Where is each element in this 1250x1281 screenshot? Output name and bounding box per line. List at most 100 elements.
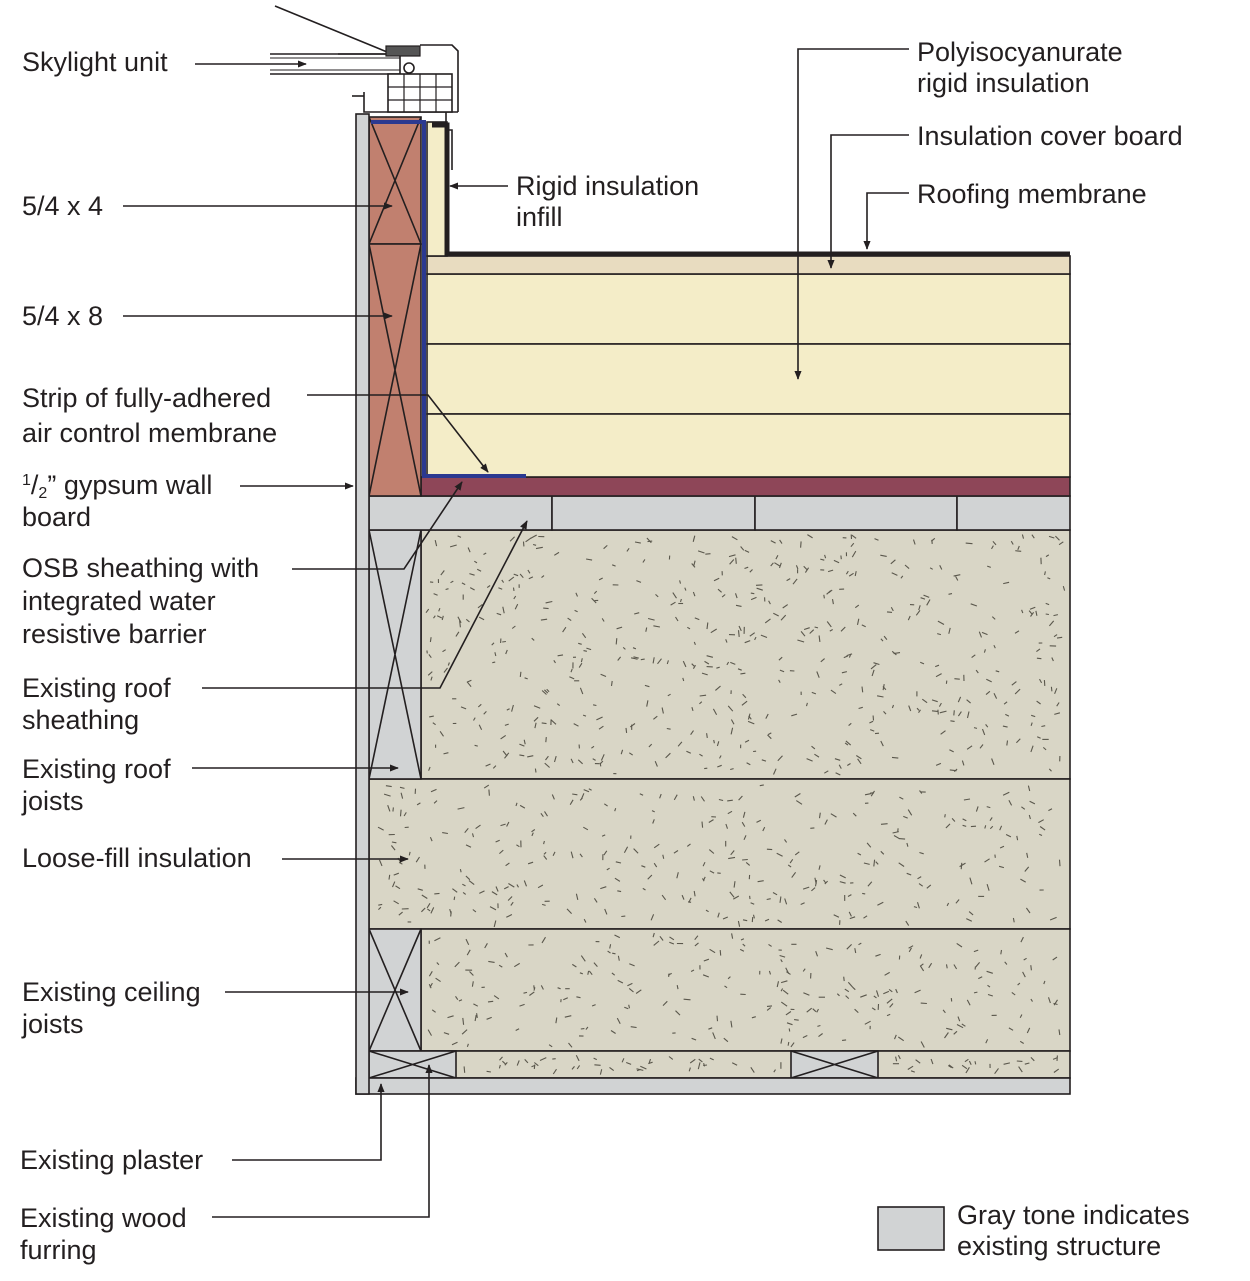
- loose-fill-fleck: [609, 1066, 615, 1072]
- loose-fill-fleck: [764, 918, 770, 922]
- loose-fill-fleck: [1039, 678, 1043, 684]
- loose-fill-fleck: [603, 544, 608, 550]
- loose-fill-fleck: [778, 656, 783, 661]
- loose-fill-fleck: [750, 592, 755, 595]
- loose-fill-fleck: [503, 886, 509, 890]
- legend-text: Gray tone indicates existing structure: [957, 1200, 1197, 1261]
- loose-fill-fleck: [540, 985, 544, 990]
- loose-fill-fleck: [907, 809, 913, 816]
- loose-fill-fleck: [775, 554, 779, 560]
- loose-fill-fleck: [803, 992, 810, 996]
- loose-fill-fleck: [871, 669, 875, 677]
- loose-fill-fleck: [824, 819, 828, 825]
- loose-fill-fleck: [393, 872, 399, 876]
- loose-fill-fleck: [616, 1017, 621, 1025]
- loose-fill-fleck: [473, 1003, 479, 1007]
- loose-fill-fleck: [647, 617, 655, 621]
- loose-fill-fleck: [600, 886, 607, 890]
- loose-fill-fleck: [691, 663, 695, 667]
- loose-fill-fleck: [666, 727, 671, 730]
- loose-fill-fleck: [591, 745, 595, 749]
- loose-fill-fleck: [897, 1036, 905, 1042]
- loose-fill-fleck: [635, 989, 642, 994]
- loose-fill-fleck: [966, 711, 970, 719]
- loose-fill-fleck: [749, 569, 753, 573]
- loose-fill-fleck: [575, 592, 579, 597]
- loose-fill-fleck: [908, 947, 912, 953]
- loose-fill-fleck: [646, 700, 649, 707]
- loose-fill-fleck: [926, 599, 931, 606]
- loose-fill-fleck: [488, 789, 490, 796]
- loose-fill-fleck: [890, 559, 896, 565]
- label-polyiso: Polyisocyanurate rigid insulation: [917, 37, 1130, 98]
- loose-fill-fleck: [773, 612, 779, 617]
- loose-fill-fleck: [579, 797, 583, 801]
- loose-fill-fleck: [914, 989, 921, 994]
- loose-fill-fleck: [579, 972, 583, 975]
- loose-fill-fleck: [647, 540, 653, 543]
- loose-fill-fleck: [500, 734, 507, 740]
- loose-fill-fleck: [1053, 1068, 1060, 1073]
- loose-fill-fleck: [928, 962, 933, 969]
- loose-fill-fleck: [471, 981, 474, 987]
- loose-fill-fleck: [737, 668, 742, 671]
- loose-fill-fleck: [469, 971, 474, 976]
- loose-fill-fleck: [918, 883, 924, 887]
- loose-fill-fleck: [569, 676, 575, 680]
- loose-fill-fleck: [541, 722, 547, 725]
- loose-fill-fleck: [662, 1000, 668, 1006]
- loose-fill-fleck: [768, 943, 772, 947]
- loose-fill-fleck: [1018, 1066, 1023, 1073]
- loose-fill-fleck: [883, 635, 888, 640]
- loose-fill-fleck: [884, 971, 890, 976]
- loose-fill-fleck: [493, 920, 497, 928]
- loose-fill-fleck: [802, 968, 806, 972]
- loose-fill-fleck: [588, 788, 592, 791]
- loose-fill-fleck: [399, 786, 405, 789]
- loose-fill-fleck: [966, 918, 973, 922]
- loose-fill-fleck: [935, 673, 942, 678]
- loose-fill-fleck: [640, 1065, 647, 1070]
- loose-fill-fleck: [475, 824, 481, 830]
- loose-fill-fleck: [919, 963, 924, 967]
- loose-fill-fleck: [1023, 957, 1027, 961]
- loose-fill-fleck: [694, 942, 699, 947]
- loose-fill-fleck: [534, 768, 537, 773]
- loose-fill-fleck: [847, 763, 851, 766]
- loose-fill-fleck: [594, 1064, 601, 1066]
- loose-fill-fleck: [862, 892, 866, 895]
- loose-fill-fleck: [614, 934, 621, 939]
- loose-fill-fleck: [666, 660, 669, 665]
- loose-fill-fleck: [688, 1067, 691, 1072]
- loose-fill-fleck: [667, 972, 672, 976]
- loose-fill-fleck: [981, 728, 986, 736]
- loose-fill-fleck: [607, 950, 611, 954]
- loose-fill-fleck: [940, 730, 946, 735]
- loose-fill-fleck: [844, 742, 849, 746]
- loose-fill-fleck: [692, 535, 696, 542]
- loose-fill-fleck: [388, 874, 391, 880]
- loose-fill-fleck: [515, 802, 518, 807]
- loose-fill-fleck: [519, 1003, 525, 1007]
- loose-fill-fleck: [820, 658, 825, 663]
- loose-fill-fleck: [874, 538, 879, 541]
- loose-fill-fleck: [750, 902, 755, 905]
- loose-fill-fleck: [498, 587, 503, 590]
- loose-fill-fleck: [987, 984, 991, 988]
- loose-fill-fleck: [756, 587, 763, 591]
- leader-lines: [123, 48, 909, 1218]
- loose-fill-fleck: [447, 1015, 454, 1019]
- loose-fill-fleck: [1041, 725, 1046, 728]
- loose-fill-fleck: [824, 554, 827, 559]
- loose-fill-fleck: [508, 883, 515, 888]
- loose-fill-fleck: [741, 821, 746, 827]
- loose-fill-fleck: [776, 981, 780, 988]
- loose-fill-fleck: [708, 849, 715, 854]
- loose-fill-fleck: [652, 819, 655, 824]
- loose-fill-fleck: [739, 948, 745, 952]
- loose-fill-fleck: [746, 762, 751, 766]
- loose-fill-fleck: [978, 631, 983, 638]
- loose-fill-fleck: [627, 982, 633, 987]
- loose-fill-fleck: [570, 758, 574, 764]
- loose-fill-fleck: [429, 715, 434, 718]
